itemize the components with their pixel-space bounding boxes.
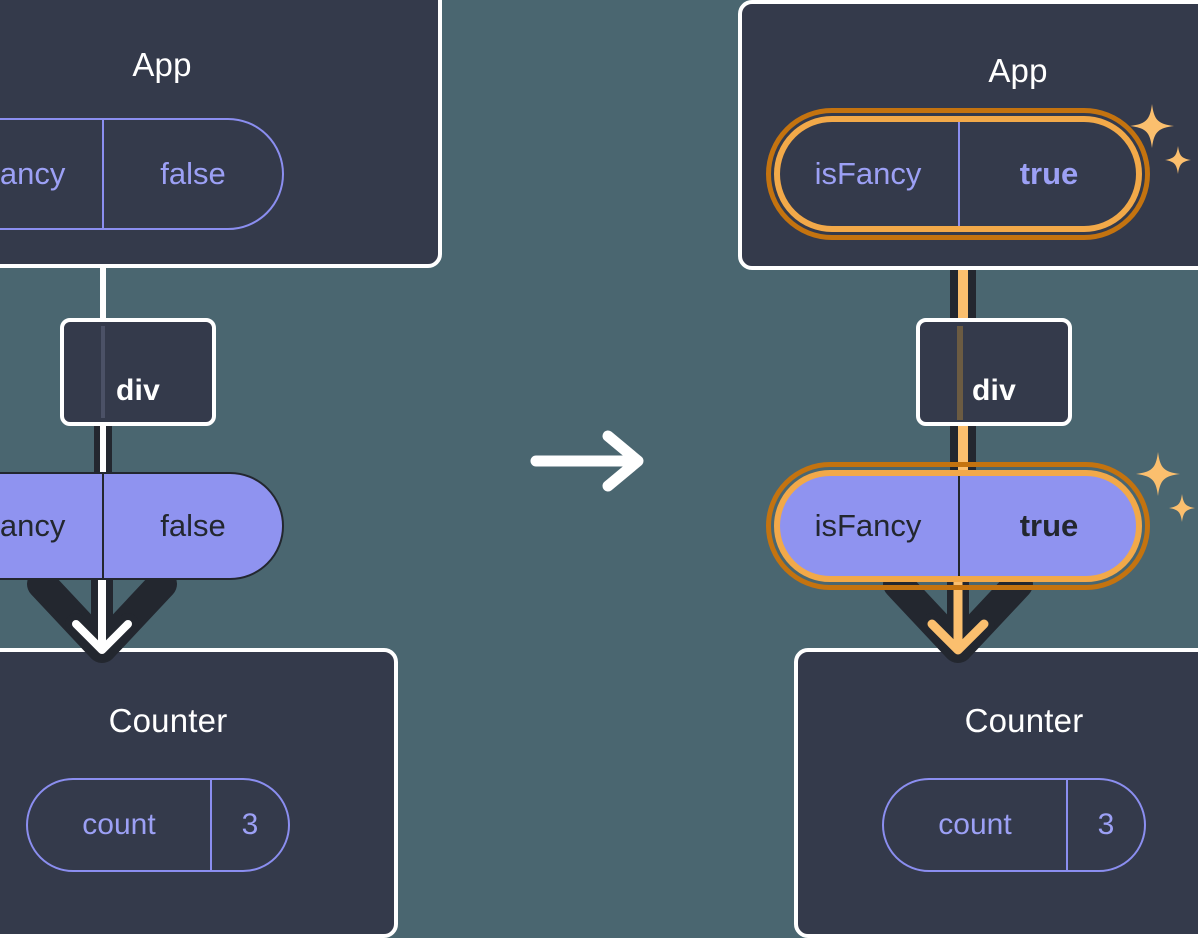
prop-pill-after: isFancy true — [776, 472, 1140, 580]
connector-app-to-div-before — [100, 264, 106, 322]
prop-pill-before: isFancy false — [0, 472, 284, 580]
sparkle-icon-app — [1130, 104, 1191, 174]
counter-state-pill-after: count 3 — [882, 778, 1146, 872]
sparkle-icon-prop — [1136, 452, 1195, 522]
arrow-down-icon-after — [883, 543, 1033, 663]
counter-state-value-before: 3 — [210, 780, 288, 870]
app-state-pill-after: isFancy true — [776, 118, 1140, 230]
connector-through-div-after — [957, 326, 963, 420]
app-state-value-before: false — [102, 120, 282, 228]
counter-state-key-before: count — [82, 808, 156, 841]
app-state-pill-before: isFancy false — [0, 118, 284, 230]
counter-state-value-after: 3 — [1066, 780, 1144, 870]
div-title-before: div — [116, 374, 160, 407]
counter-title-before: Counter — [108, 702, 228, 739]
prop-key-before: isFancy — [0, 508, 66, 543]
div-element-box-before: div — [60, 318, 216, 426]
prop-value-after: true — [958, 474, 1138, 578]
app-state-key-after: isFancy — [814, 156, 922, 191]
app-state-value-after: true — [958, 120, 1138, 228]
arrow-down-icon-before — [27, 543, 177, 663]
prop-key-after: isFancy — [814, 508, 922, 543]
div-title-after: div — [972, 374, 1016, 407]
connector-div-to-prop-before — [94, 420, 112, 482]
transition-arrow-right-icon — [530, 430, 644, 492]
prop-value-before: false — [102, 474, 282, 578]
counter-title-after: Counter — [964, 702, 1084, 739]
counter-state-key-after: count — [938, 808, 1012, 841]
div-element-box-after: div — [916, 318, 1072, 426]
counter-state-pill-before: count 3 — [26, 778, 290, 872]
connector-through-div-before — [101, 326, 105, 418]
app-state-key-before: isFancy — [0, 156, 66, 191]
before-panel: App isFancy false div isFancy false Coun… — [0, 0, 442, 938]
app-title-after: App — [988, 52, 1048, 89]
app-title-before: App — [132, 46, 192, 83]
